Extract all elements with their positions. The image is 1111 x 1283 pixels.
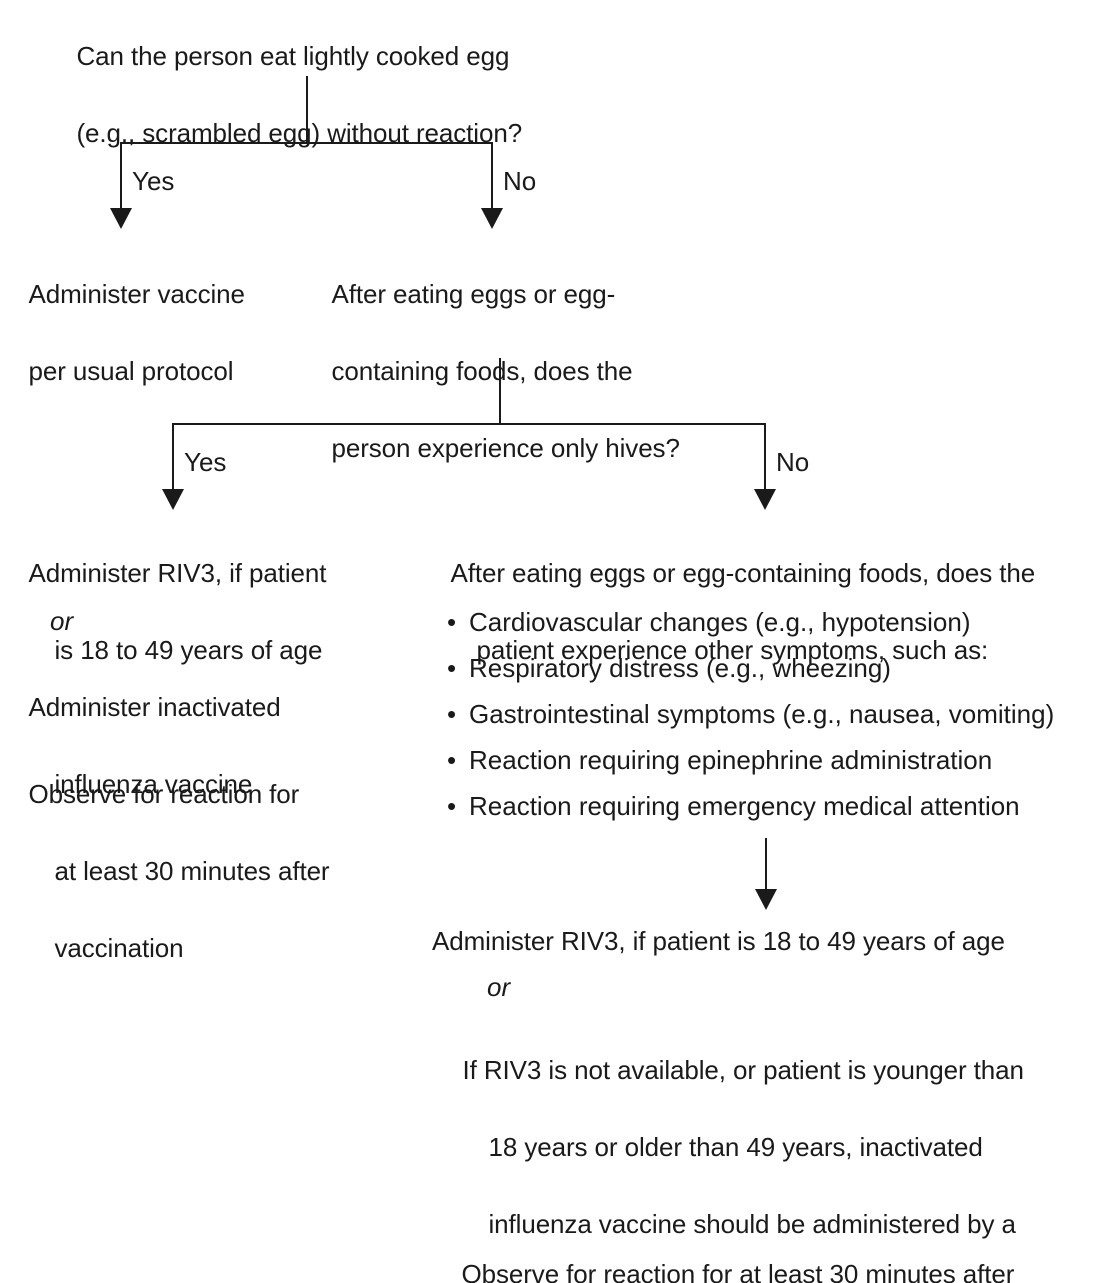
list-item: • Cardiovascular changes (e.g., hypotens… [447, 599, 1111, 645]
final-outcome-item-2: If RIV3 is not available, or patient is … [434, 1012, 1111, 1283]
branch2-yes-outcome-item-3-line-1: Observe for reaction for [28, 778, 300, 809]
connector-branch1-no-stem [499, 358, 501, 424]
arrowhead-split2-yes [162, 489, 184, 510]
connector-root-stem [306, 76, 308, 143]
edge-label-split1-yes: Yes [132, 166, 175, 196]
branch2-no-question-line-1: After eating eggs or egg-containing food… [450, 557, 1036, 588]
bullet-icon: • [447, 699, 457, 729]
connector-split2-bar [172, 423, 766, 425]
connector-split2-no-arm [764, 423, 766, 500]
connector-split2-yes-arm [172, 423, 174, 500]
arrowhead-final [755, 889, 777, 910]
branch1-no-question-line-3: person experience only hives? [331, 432, 680, 463]
edge-label-split1-no: No [503, 166, 537, 196]
final-outcome-item-3: Observe for reaction for at least 30 min… [433, 1216, 1111, 1283]
branch1-yes-outcome: Administer vaccine per usual protocol [0, 236, 280, 429]
list-item-label: Respiratory distress (e.g., wheezing) [469, 653, 891, 683]
connector-split1-yes-arm [120, 142, 122, 219]
bullet-icon: • [447, 653, 457, 683]
branch2-yes-outcome-item-1: Administer RIV3, if patient is 18 to 49 … [0, 515, 386, 708]
connector-split1-no-arm [491, 142, 493, 219]
branch1-yes-outcome-line-1: Administer vaccine [28, 278, 246, 309]
edge-label-split2-no: No [776, 447, 810, 477]
branch2-yes-outcome-item-2-line-1: Administer inactivated [28, 691, 281, 722]
final-outcome-item-2-line-2: 18 years or older than 49 years, inactiv… [488, 1131, 983, 1162]
list-item: • Reaction requiring emergency medical a… [447, 783, 1111, 829]
list-item-label: Reaction requiring epinephrine administr… [469, 745, 993, 775]
final-outcome-item-2-line-3: influenza vaccine should be administered… [488, 1208, 1016, 1239]
branch1-yes-outcome-line-2: per usual protocol [28, 355, 234, 386]
bullet-icon: • [447, 745, 457, 775]
final-outcome-item-3-line-1: Observe for reaction for at least 30 min… [461, 1258, 1015, 1283]
branch2-no-symptom-list: • Cardiovascular changes (e.g., hypotens… [447, 599, 1111, 829]
list-item: • Gastrointestinal symptoms (e.g., nause… [447, 691, 1111, 737]
arrowhead-split1-no [481, 208, 503, 229]
root-question-line-1: Can the person eat lightly cooked egg [76, 40, 510, 71]
list-item: • Respiratory distress (e.g., wheezing) [447, 645, 1111, 691]
final-outcome-item-2-line-1: If RIV3 is not available, or patient is … [462, 1054, 1024, 1085]
bullet-icon: • [447, 607, 457, 637]
branch2-yes-outcome-or: or [50, 606, 74, 636]
final-outcome-item-1: Administer RIV3, if patient is 18 to 49 … [432, 926, 1005, 956]
list-item-label: Reaction requiring emergency medical att… [469, 791, 1020, 821]
final-outcome-or: or [487, 972, 511, 1002]
branch2-yes-outcome-item-2-line-2: influenza vaccine [54, 768, 253, 799]
branch2-yes-outcome-item-3: Observe for reaction for at least 30 min… [0, 736, 386, 1006]
bullet-icon: • [447, 791, 457, 821]
root-question: Can the person eat lightly cooked egg (e… [48, 0, 608, 191]
branch2-yes-outcome-item-1-line-2: is 18 to 49 years of age [54, 634, 323, 665]
arrowhead-split1-yes [110, 208, 132, 229]
branch2-yes-outcome-item-2: Administer inactivated influenza vaccine [0, 649, 386, 842]
arrowhead-split2-no [754, 489, 776, 510]
connector-split1-bar [120, 142, 493, 144]
branch2-yes-outcome-item-3-line-2: at least 30 minutes after [54, 855, 330, 886]
branch2-no-question-line-2: patient experience other symptoms, such … [476, 634, 989, 665]
connector-final-stem [765, 838, 767, 898]
list-item: • Reaction requiring epinephrine adminis… [447, 737, 1111, 783]
branch1-no-question-line-1: After eating eggs or egg- [331, 278, 616, 309]
list-item-label: Gastrointestinal symptoms (e.g., nausea,… [469, 699, 1055, 729]
list-item-label: Cardiovascular changes (e.g., hypotensio… [469, 607, 971, 637]
branch1-no-question: After eating eggs or egg- containing foo… [303, 236, 723, 506]
branch2-yes-outcome-item-1-line-1: Administer RIV3, if patient [28, 557, 327, 588]
edge-label-split2-yes: Yes [184, 447, 227, 477]
branch1-no-question-line-2: containing foods, does the [331, 355, 633, 386]
branch2-no-question: After eating eggs or egg-containing food… [422, 515, 1111, 708]
branch2-yes-outcome-item-3-line-3: vaccination [54, 932, 184, 963]
